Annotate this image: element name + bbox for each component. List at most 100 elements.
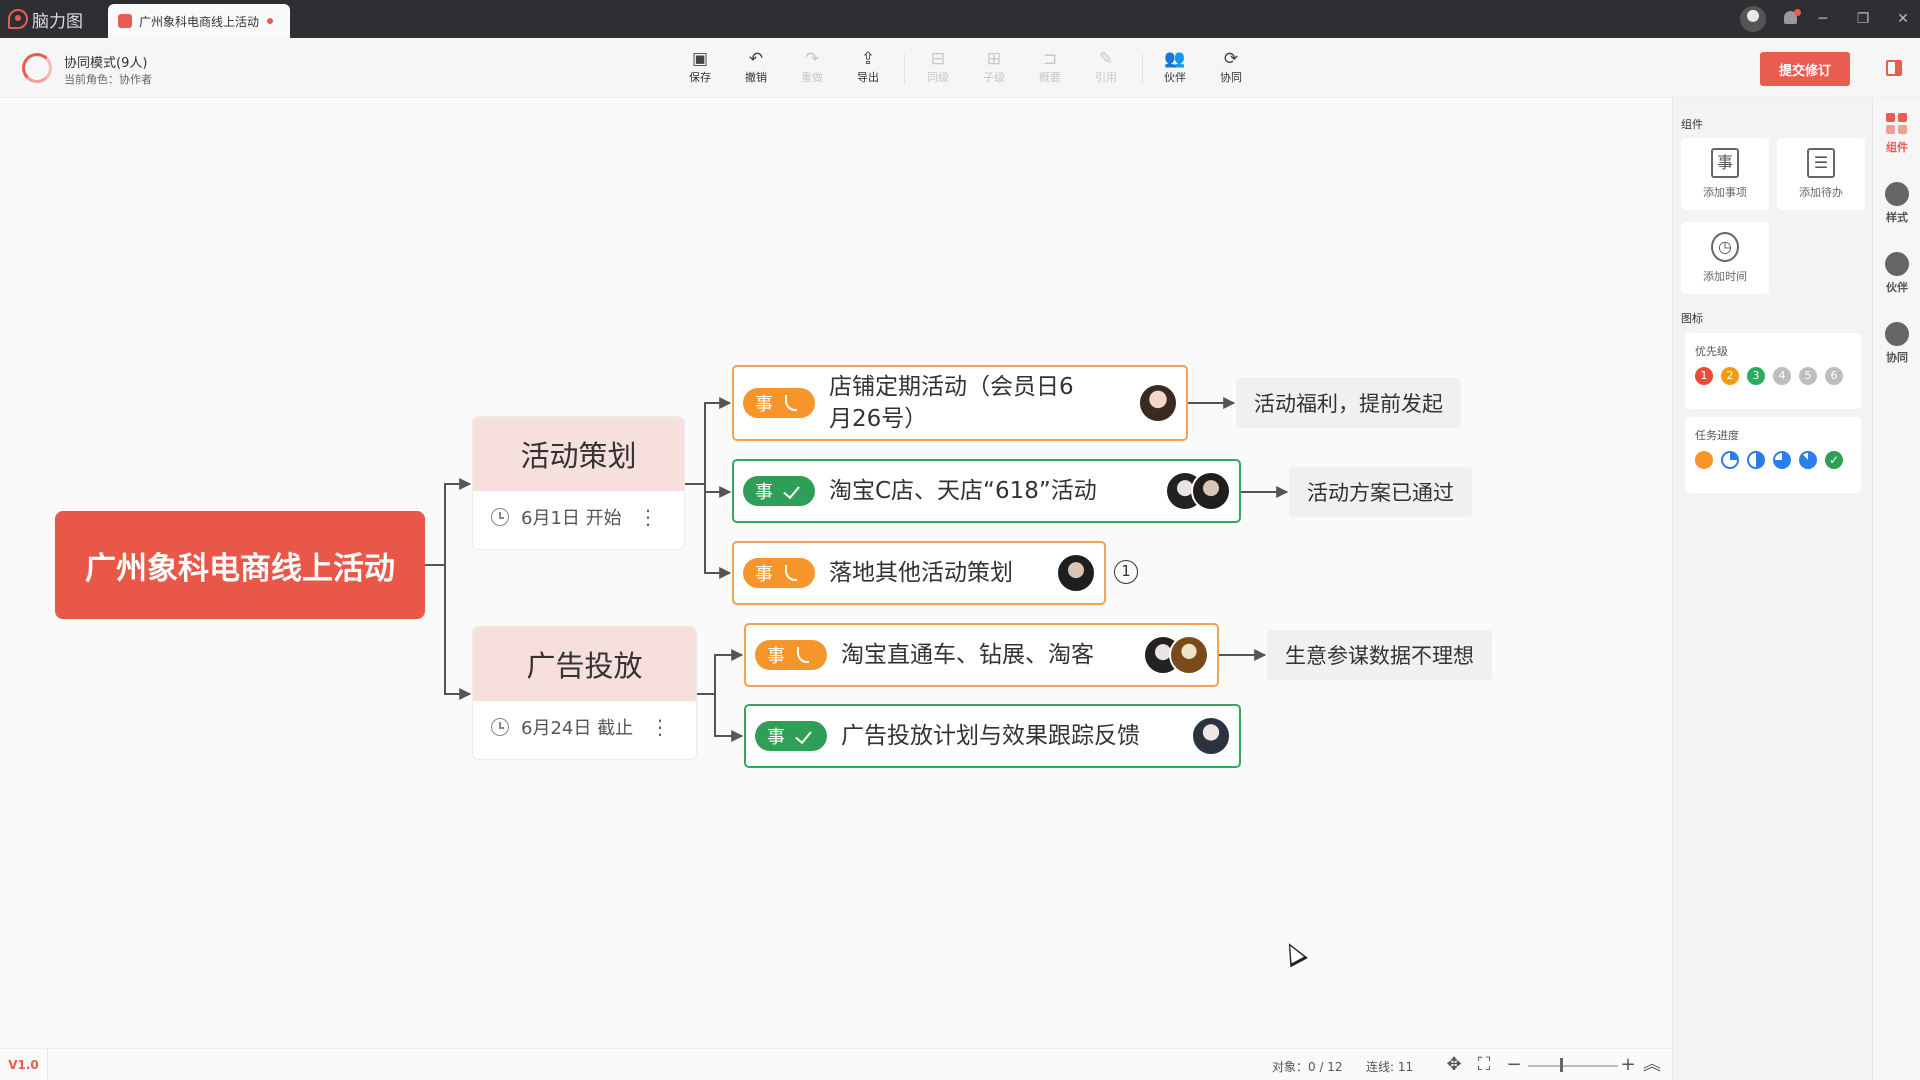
add-todo-button[interactable]: ☰ 添加待办 [1777, 138, 1865, 210]
in-progress-icon [795, 646, 813, 664]
sibling-node-button[interactable]: ⊟ 同级 [918, 48, 958, 90]
progress-50-icon[interactable] [1747, 451, 1765, 469]
task-node[interactable]: 事 淘宝直通车、钻展、淘客 [744, 623, 1219, 687]
collab-button[interactable]: ⟳ 协同 [1211, 48, 1251, 90]
priority-2-icon[interactable]: 2 [1721, 367, 1739, 385]
mindmap-file-icon [118, 14, 132, 28]
task-note[interactable]: 生意参谋数据不理想 [1267, 630, 1492, 680]
add-time-button[interactable]: ◷ 添加时间 [1681, 222, 1769, 294]
redo-icon: ↷ [804, 49, 820, 69]
summary-button[interactable]: ⊐ 概要 [1030, 48, 1070, 90]
collapse-up-icon[interactable]: ︽ [1643, 1054, 1661, 1075]
undo-button[interactable]: ↶ 撤销 [736, 48, 776, 90]
child-node-icon: ⊞ [986, 49, 1002, 69]
progress-25-icon[interactable] [1721, 451, 1739, 469]
partner-button[interactable]: 👥 伙伴 [1155, 48, 1195, 90]
quote-icon: ✎ [1098, 49, 1114, 69]
partner-icon: 👥 [1164, 49, 1186, 69]
minimize-icon[interactable]: ─ [1818, 11, 1828, 27]
priority-5-icon[interactable]: 5 [1799, 367, 1817, 385]
clock-icon [491, 508, 509, 526]
branch-node[interactable]: 活动策划 6月1日 开始 ⋮ [472, 416, 685, 550]
sidenav-collab[interactable]: 协同 [1873, 322, 1920, 365]
check-icon [783, 482, 801, 500]
zoom-slider[interactable] [1528, 1065, 1618, 1067]
root-node[interactable]: 广州象科电商线上活动 [55, 511, 425, 619]
app-logo[interactable]: 脑力图 [8, 7, 83, 32]
assignee-avatars[interactable] [1143, 635, 1209, 675]
check-icon [795, 727, 813, 745]
task-note[interactable]: 活动福利，提前发起 [1236, 378, 1461, 428]
link-count: 连线: 11 [1366, 1060, 1414, 1074]
assignee-avatars[interactable] [1165, 471, 1231, 511]
progress-start-icon[interactable] [1695, 451, 1713, 469]
task-node[interactable]: 事 广告投放计划与效果跟踪反馈 [744, 704, 1241, 768]
save-button[interactable]: ▣ 保存 [680, 48, 720, 90]
assignee-avatars[interactable] [1138, 383, 1178, 423]
zoom-in-icon[interactable]: + [1620, 1054, 1636, 1075]
avatar [1191, 716, 1231, 756]
branch-date: 6月24日 截止 ⋮ [473, 701, 696, 753]
version-label: V1.0 [0, 1049, 48, 1080]
task-tag[interactable]: 事 [755, 721, 827, 751]
sidenav-components[interactable]: 组件 [1873, 112, 1920, 155]
priority-6-icon[interactable]: 6 [1825, 367, 1843, 385]
task-node[interactable]: 事 店铺定期活动（会员日6 月26号） [732, 365, 1188, 441]
assignee-avatars[interactable] [1056, 553, 1096, 593]
more-options-icon[interactable]: ⋮ [650, 715, 670, 739]
task-tag[interactable]: 事 [743, 388, 815, 418]
move-canvas-icon[interactable]: ✥ [1446, 1054, 1462, 1075]
avatar [1056, 553, 1096, 593]
more-options-icon[interactable]: ⋮ [638, 505, 658, 529]
priority-4-icon[interactable]: 4 [1773, 367, 1791, 385]
priority-3-icon[interactable]: 3 [1747, 367, 1765, 385]
panel-toggle-icon[interactable] [1886, 60, 1902, 76]
document-tab[interactable]: 广州象科电商线上活动 [108, 4, 290, 38]
connector-lines [425, 397, 1289, 742]
progress-75-icon[interactable] [1773, 451, 1791, 469]
zoom-out-icon[interactable]: − [1506, 1054, 1522, 1075]
redo-button[interactable]: ↷ 重做 [792, 48, 832, 90]
sync-icon: ⟳ [1223, 49, 1239, 69]
progress-90-icon[interactable] [1799, 451, 1817, 469]
task-text: 淘宝C店、天店“618”活动 [829, 478, 1097, 504]
priority-1-icon[interactable]: 1 [1695, 367, 1713, 385]
toolbar-divider [1142, 54, 1143, 84]
task-node[interactable]: 事 落地其他活动策划 [732, 541, 1106, 605]
child-node-button[interactable]: ⊞ 子级 [974, 48, 1014, 90]
task-note[interactable]: 活动方案已通过 [1289, 467, 1472, 517]
toolbar: 协同模式(9人) 当前角色：协作者 ▣ 保存 ↶ 撤销 ↷ 重做 ⇪ 导出 ⊟ … [0, 38, 1920, 98]
task-tag[interactable]: 事 [743, 476, 815, 506]
priority-group: 优先级 1 2 3 4 5 6 [1685, 333, 1861, 409]
restore-icon[interactable]: ❐ [1856, 11, 1870, 27]
branch-node[interactable]: 广告投放 6月24日 截止 ⋮ [472, 626, 697, 760]
branch-title: 活动策划 [473, 417, 684, 491]
task-text: 落地其他活动策划 [829, 560, 1013, 586]
mindmap-canvas[interactable]: 广州象科电商线上活动 活动策划 6月1日 开始 ⋮ 广告投放 6月24日 截止 … [0, 98, 1672, 1048]
add-item-button[interactable]: 事 添加事项 [1681, 138, 1769, 210]
progress-group: 任务进度 ✓ [1685, 417, 1861, 493]
assignee-avatars[interactable] [1191, 716, 1231, 756]
zoom-slider-handle[interactable] [1560, 1058, 1563, 1072]
components-title: 组件 [1681, 118, 1703, 131]
user-avatar[interactable] [1740, 6, 1766, 32]
task-tag[interactable]: 事 [755, 640, 827, 670]
task-tag[interactable]: 事 [743, 558, 815, 588]
progress-done-icon[interactable]: ✓ [1825, 451, 1843, 469]
partner-icon [1885, 252, 1909, 276]
notification-bell-icon[interactable] [1782, 9, 1801, 29]
sidenav-style[interactable]: 样式 [1873, 182, 1920, 225]
quote-button[interactable]: ✎ 引用 [1086, 48, 1126, 90]
task-text: 广告投放计划与效果跟踪反馈 [841, 723, 1140, 749]
export-button[interactable]: ⇪ 导出 [848, 48, 888, 90]
avatar [1138, 383, 1178, 423]
sidenav-partner[interactable]: 伙伴 [1873, 252, 1920, 295]
task-node[interactable]: 事 淘宝C店、天店“618”活动 [732, 459, 1241, 523]
close-icon[interactable]: ✕ [1897, 11, 1909, 27]
submit-revision-button[interactable]: 提交修订 [1760, 52, 1850, 86]
sibling-node-icon: ⊟ [930, 49, 946, 69]
subtask-count-badge[interactable]: 1 [1114, 560, 1138, 584]
avatar [1169, 635, 1209, 675]
fit-screen-icon[interactable]: ⛶ [1477, 1054, 1491, 1075]
clock-icon [491, 718, 509, 736]
